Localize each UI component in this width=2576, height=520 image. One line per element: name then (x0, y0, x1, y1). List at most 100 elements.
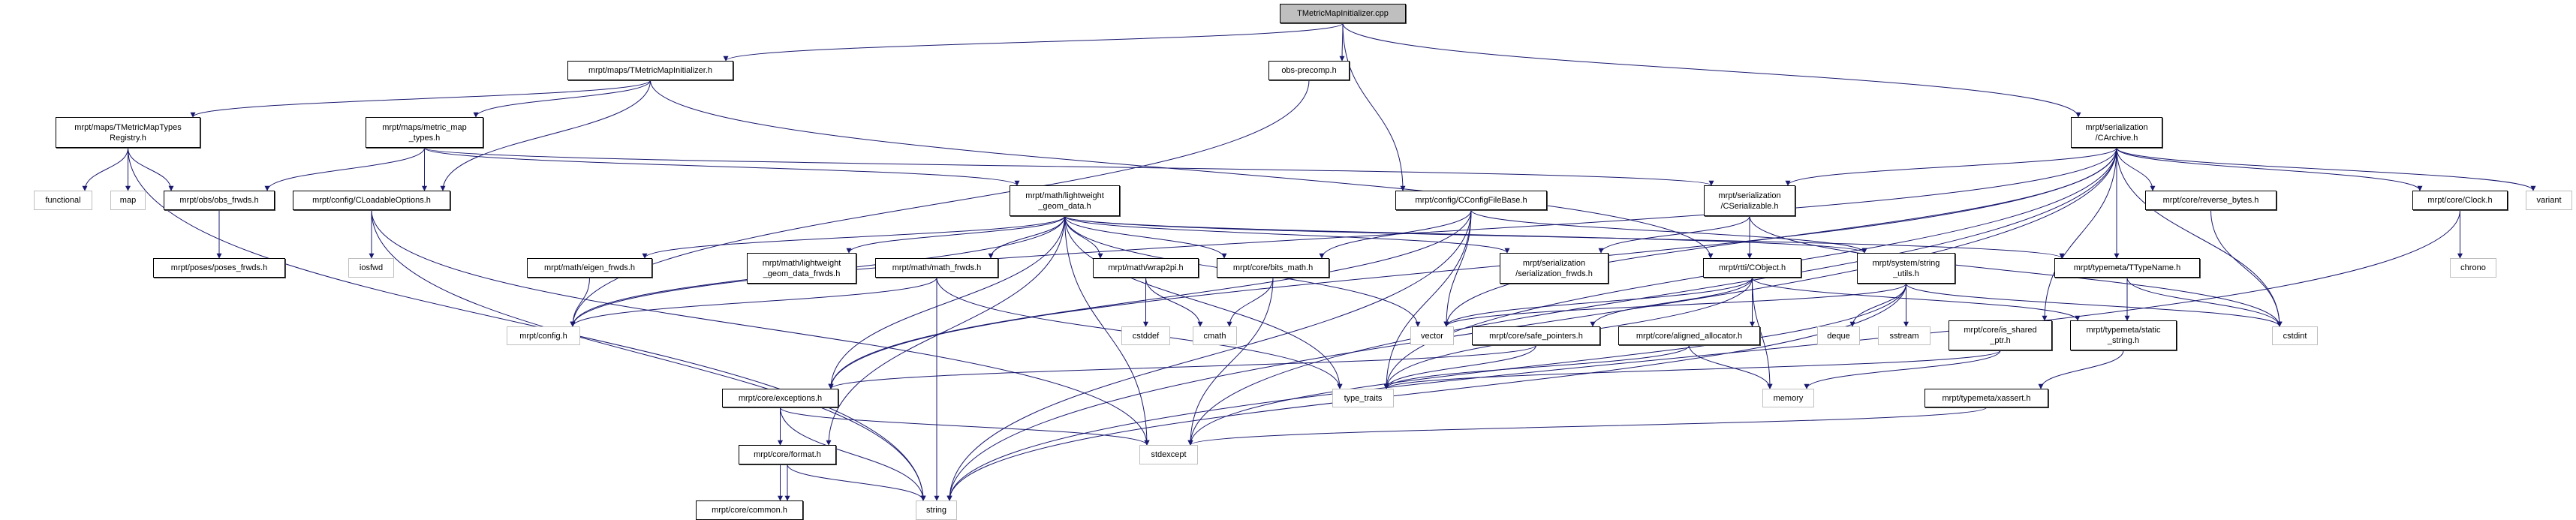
graph-node-posesfrwds[interactable]: mrpt/poses/poses_frwds.h (153, 258, 285, 278)
node-label: mrpt/config/CConfigFileBase.h (1415, 196, 1527, 205)
graph-node-mmtypes[interactable]: mrpt/maps/metric_map _types.h (366, 117, 483, 148)
graph-node-iosfwd: iosfwd (348, 258, 394, 278)
graph-node-aligned[interactable]: mrpt/core/aligned_allocator.h (1618, 326, 1760, 345)
graph-node-obsfrwds[interactable]: mrpt/obs/obs_frwds.h (164, 191, 275, 210)
node-label: vector (1421, 331, 1443, 341)
graph-node-isshared[interactable]: mrpt/core/is_shared _ptr.h (1949, 320, 2052, 350)
edge-tmmi-to-mmtypes (473, 80, 651, 118)
graph-node-chrono: chrono (2450, 258, 2496, 278)
graph-node-lwfrwds[interactable]: mrpt/math/lightweight _geom_data_frwds.h (747, 253, 856, 284)
edge-cfgbase-to-string (946, 209, 1472, 501)
edge-carchive-to-cstdint (2116, 147, 2283, 327)
node-label: mrpt/math/wrap2pi.h (1108, 263, 1184, 272)
node-label: mrpt/core/aligned_allocator.h (1636, 331, 1743, 341)
node-label: mrpt/core/Clock.h (2427, 196, 2493, 205)
edge-cfgbase-to-typetraits (1383, 209, 1472, 389)
graph-node-common[interactable]: mrpt/core/common.h (696, 500, 803, 520)
edge-tmmi-to-loadable (440, 80, 651, 191)
edge-clock-to-string (946, 209, 2460, 501)
node-label: obs-precomp.h (1281, 66, 1337, 75)
graph-node-xassert[interactable]: mrpt/typemeta/xassert.h (1924, 389, 2048, 407)
edge-cpp-to-cfgbase (1342, 23, 1406, 191)
edge-carchive-to-string (946, 147, 2117, 501)
edge-mmtypes-to-obsfrwds (264, 147, 425, 191)
edge-carchive-to-stdexcept (1187, 147, 2117, 446)
graph-node-clock[interactable]: mrpt/core/Clock.h (2412, 191, 2508, 210)
node-label: string (926, 506, 946, 515)
node-label: sstream (1889, 331, 1919, 341)
graph-node-sstream: sstream (1878, 326, 1930, 345)
node-label: mrpt/core/is_shared _ptr.h (1964, 326, 2037, 345)
edge-lwgeom-to-eigenfrwds (642, 215, 1065, 259)
edge-carchive-to-clock (2116, 147, 2423, 191)
graph-node-typetraits: type_traits (1332, 389, 1394, 407)
edge-carchive-to-config (570, 147, 2117, 327)
edge-registry-to-string (128, 147, 926, 501)
graph-node-strutils[interactable]: mrpt/system/string _utils.h (1857, 253, 1955, 284)
edge-mmtypes-to-lwgeom (424, 147, 1020, 186)
graph-node-exceptions[interactable]: mrpt/core/exceptions.h (722, 389, 838, 407)
graph-node-string: string (916, 500, 957, 520)
node-label: mrpt/typemeta/TTypeName.h (2073, 263, 2181, 272)
graph-node-carchive[interactable]: mrpt/serialization /CArchive.h (2071, 117, 2162, 148)
graph-node-staticstr[interactable]: mrpt/typemeta/static _string.h (2070, 320, 2177, 350)
edge-carchive-to-exceptions (828, 147, 2117, 389)
edge-tmmi-to-registry (190, 80, 651, 118)
graph-node-registry[interactable]: mrpt/maps/TMetricMapTypes Registry.h (56, 117, 200, 148)
edge-strutils-to-deque (1849, 283, 1906, 327)
edge-carchive-to-isshared (2042, 147, 2117, 321)
graph-node-cserializable[interactable]: mrpt/serialization /CSerializable.h (1704, 185, 1795, 216)
node-label: functional (45, 196, 81, 205)
edge-carchive-to-cserializable (1785, 147, 2117, 186)
edge-revbytes-to-cstdint (2210, 209, 2283, 327)
graph-node-ttypename[interactable]: mrpt/typemeta/TTypeName.h (2054, 258, 2200, 278)
graph-node-wrap2pi[interactable]: mrpt/math/wrap2pi.h (1093, 258, 1199, 278)
graph-node-variant: variant (2526, 191, 2572, 210)
graph-node-cpp: TMetricMapInitializer.cpp (1280, 4, 1406, 23)
edge-ttypename-to-cstdint (2126, 277, 2283, 327)
graph-node-loadable[interactable]: mrpt/config/CLoadableOptions.h (293, 191, 450, 210)
node-label: mrpt/core/reverse_bytes.h (2162, 196, 2259, 205)
graph-node-cfgbase[interactable]: mrpt/config/CConfigFileBase.h (1395, 191, 1547, 210)
edge-staticstr-to-xassert (2038, 350, 2124, 389)
node-label: memory (1773, 393, 1804, 403)
graph-node-bitsmath[interactable]: mrpt/core/bits_math.h (1217, 258, 1329, 278)
edge-mathfrwds-to-config (570, 277, 937, 327)
graph-node-serfrwds[interactable]: mrpt/serialization /serialization_frwds.… (1500, 253, 1608, 284)
edge-bitsmath-to-stdexcept (1187, 277, 1274, 446)
edge-cserializable-to-serfrwds (1598, 215, 1750, 254)
edge-exceptions-to-stdexcept (780, 407, 1150, 446)
edge-lwgeom-to-exceptions (828, 215, 1065, 389)
node-label: map (119, 196, 137, 205)
node-label: mrpt/core/bits_math.h (1232, 263, 1314, 272)
graph-node-safeptr[interactable]: mrpt/core/safe_pointers.h (1472, 326, 1600, 345)
edge-loadable-to-stdexcept (371, 209, 1150, 446)
graph-node-mathfrwds[interactable]: mrpt/math/math_frwds.h (875, 258, 998, 278)
graph-node-cmath: cmath (1193, 326, 1237, 345)
graph-node-revbytes[interactable]: mrpt/core/reverse_bytes.h (2145, 191, 2277, 210)
edge-safeptr-to-exceptions (828, 344, 1536, 389)
edge-isshared-to-typetraits (1383, 350, 2001, 389)
graph-node-cstddef: cstddef (1121, 326, 1170, 345)
edge-obsprecomp-to-config (570, 80, 1310, 327)
node-label: mrpt/system/string _utils.h (1872, 258, 1940, 278)
node-label: mrpt/maps/TMetricMapTypes Registry.h (74, 122, 182, 143)
node-label: mrpt/serialization /serialization_frwds.… (1515, 258, 1593, 278)
edge-lwgeom-to-typetraits (1064, 215, 1343, 389)
graph-node-format[interactable]: mrpt/core/format.h (739, 445, 836, 464)
edge-aligned-to-memory (1689, 344, 1773, 389)
node-label: mrpt/core/exceptions.h (738, 393, 823, 403)
graph-node-obsprecomp[interactable]: obs-precomp.h (1268, 61, 1350, 80)
graph-node-lwgeom[interactable]: mrpt/math/lightweight _geom_data.h (1010, 185, 1120, 216)
graph-node-memory: memory (1762, 389, 1814, 407)
edge-strutils-to-stdexcept (1187, 283, 1906, 446)
graph-node-tmmi[interactable]: mrpt/maps/TMetricMapInitializer.h (567, 61, 733, 80)
node-label: mrpt/core/common.h (712, 506, 787, 515)
edge-cfgbase-to-strutils (1470, 209, 1867, 254)
edge-lwgeom-to-mathfrwds (988, 215, 1065, 259)
node-label: mrpt/core/format.h (754, 450, 821, 459)
node-label: TMetricMapInitializer.cpp (1297, 9, 1389, 18)
graph-node-cobject[interactable]: mrpt/rtti/CObject.h (1703, 258, 1801, 278)
graph-node-eigenfrwds[interactable]: mrpt/math/eigen_frwds.h (527, 258, 652, 278)
edge-registry-to-obsfrwds (128, 147, 174, 191)
